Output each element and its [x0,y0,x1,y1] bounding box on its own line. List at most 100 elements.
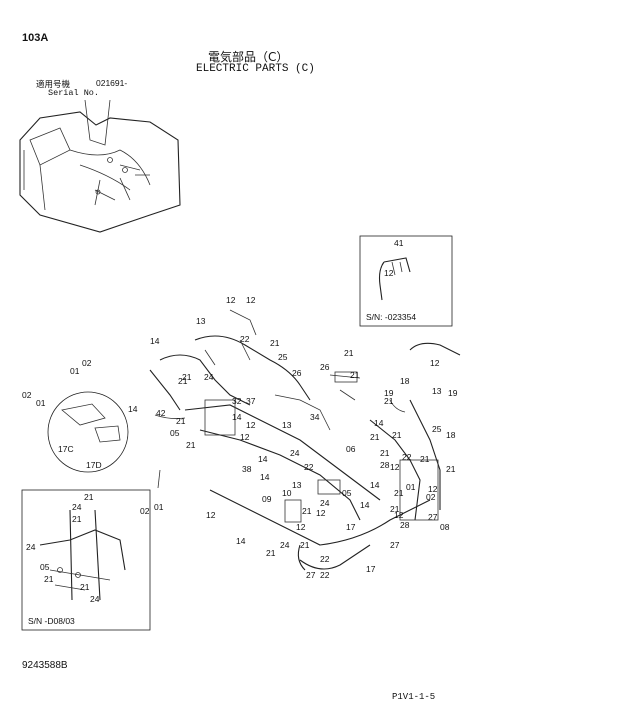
part-callout-label: 12 [316,508,326,518]
detail-label: 17D [86,460,102,470]
part-callout-label: 19 [448,388,458,398]
part-callout-label: 17 [366,564,376,574]
part-callout-label: 14 [374,418,384,428]
inset-bottom-label: 21 [72,514,82,524]
part-callout-label: 08 [440,522,450,532]
part-callout-label: 02 [426,492,436,502]
part-callout-label: 22 [402,452,412,462]
part-callout-label: 25 [278,352,288,362]
part-callout-label: 22 [320,554,330,564]
part-callout-label: 21 [176,416,186,426]
part-label-layer: 12 12 13 14 01 02 02 01 14 21 22 21 25 26 21 26 21 18 19 13… [22,295,458,580]
inset-bottom-label: 21 [84,492,94,502]
page-reference: P1V1-1-5 [392,692,436,702]
part-callout-label: 02 [22,390,32,400]
inset-top-label: 41 [394,238,404,248]
part-callout-label: 21 [370,432,380,442]
part-callout-label: 21 [302,506,312,516]
part-callout-label: 01 [154,502,164,512]
inset-bottom-label: 24 [72,502,82,512]
inset-bottom-label: 24 [90,594,100,604]
part-callout-label: 14 [370,480,380,490]
inset-bottom-label: 24 [26,542,36,552]
part-callout-label: 21 [384,396,394,406]
serial-label: Serial No. [48,88,100,98]
part-callout-label: 34 [310,412,320,422]
inset-top-sn: S/N: -023354 [366,312,416,322]
page-code: 103A [22,32,49,44]
part-callout-label: 18 [446,430,456,440]
document-number: 9243588B [22,660,68,671]
part-callout-label: 14 [258,454,268,464]
part-callout-label: 09 [262,494,272,504]
applicable-label-jp: 適用号機 [36,80,71,90]
part-callout-label: 21 [344,348,354,358]
detail-circle: 17C 17D [47,391,129,473]
serial-range: 021691- [96,78,128,88]
part-callout-label: 24 [290,448,300,458]
part-callout-label: 14 [236,536,246,546]
part-callout-label: 13 [292,480,302,490]
part-callout-label: 12 [296,522,306,532]
part-callout-label: 21 [380,448,390,458]
part-callout-label: 14 [360,500,370,510]
part-callout-label: 21 [182,372,192,382]
part-callout-label: 05 [170,428,180,438]
part-callout-label: 21 [390,504,400,514]
inset-bottom-label: 05 [40,562,50,572]
part-callout-label: 12 [246,420,256,430]
part-callout-label: 22 [240,334,250,344]
part-callout-label: 12 [394,510,404,520]
part-callout-label: 12 [428,484,438,494]
part-callout-label: 21 [266,548,276,558]
part-callout-label: 21 [446,464,456,474]
title-japanese: 電気部品（C） [208,50,289,64]
part-callout-label: 27 [390,540,400,550]
part-callout-label: 21 [350,370,360,380]
part-callout-label: 12 [246,295,256,305]
part-callout-label: 27 [306,570,316,580]
part-callout-label: 27 [428,512,438,522]
part-callout-label: 24 [204,372,214,382]
part-callout-label: 02 [140,506,150,516]
main-harness [149,309,461,571]
part-callout-label: 24 [320,498,330,508]
detail-label: 17C [58,444,74,454]
part-callout-label: 12 [430,358,440,368]
part-callout-label: 22 [304,462,314,472]
machine-overview-sketch [19,99,181,233]
part-callout-label: 13 [432,386,442,396]
inset-top-box: 41 12 S/N: -023354 [359,235,453,327]
part-callout-label: 12 [206,510,216,520]
inset-bottom-label: 21 [44,574,54,584]
part-callout-label: 21 [420,454,430,464]
part-callout-label: 13 [196,316,206,326]
part-callout-label: 12 [240,432,250,442]
part-callout-label: 22 [320,570,330,580]
inset-top-label: 12 [384,268,394,278]
part-callout-label: 14 [128,404,138,414]
part-callout-label: 19 [384,388,394,398]
part-callout-label: 37 [246,396,256,406]
part-callout-label: 10 [282,488,292,498]
part-callout-label: 26 [292,368,302,378]
part-callout-label: 38 [242,464,252,474]
part-callout-label: 12 [226,295,236,305]
part-callout-label: 05 [342,488,352,498]
part-callout-label: 02 [82,358,92,368]
part-callout-label: 21 [178,376,188,386]
part-callout-label: 01 [406,482,416,492]
part-callout-label: 01 [36,398,46,408]
inset-bottom-sn: S/N -D08/03 [28,616,75,626]
part-callout-label: 21 [300,540,310,550]
part-callout-label: 42 [156,408,166,418]
part-callout-label: 21 [394,488,404,498]
part-callout-label: 25 [432,424,442,434]
part-callout-label: 24 [280,540,290,550]
part-callout-label: 06 [346,444,356,454]
part-callout-label: 13 [282,420,292,430]
part-callout-label: 28 [380,460,390,470]
part-callout-label: 26 [320,362,330,372]
part-callout-label: 18 [400,376,410,386]
